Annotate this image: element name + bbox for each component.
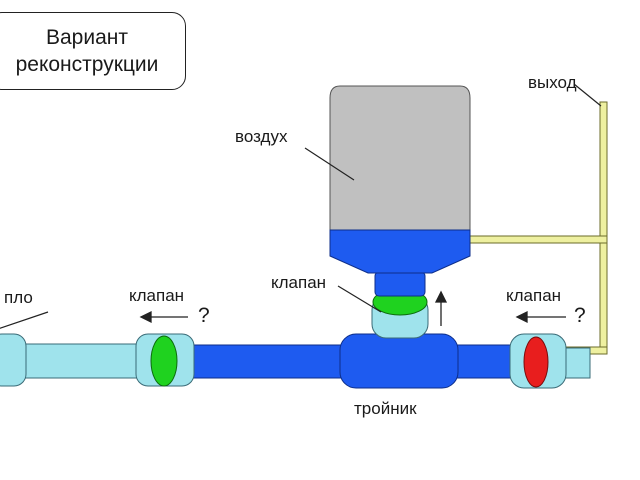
tank-gray-section <box>329 85 471 231</box>
label-valve-right-question: ? <box>574 304 586 327</box>
label-outlet: выход <box>528 73 577 92</box>
left-arrow-icon <box>139 310 188 324</box>
left-pipe <box>9 343 151 379</box>
title-line-2: реконструкции <box>15 53 159 76</box>
heat-leader-line <box>0 311 49 329</box>
outlet-leader-line <box>573 83 602 107</box>
top-valve-neck <box>374 271 426 297</box>
label-heat: пло <box>4 288 33 307</box>
label-air: воздух <box>235 127 288 146</box>
title-line-1: Вариант <box>46 26 128 49</box>
label-tee: тройник <box>354 399 417 418</box>
title-box: Вариант реконструкции <box>0 12 186 90</box>
label-valve-top: клапан <box>271 273 326 292</box>
right-arrow-icon <box>515 310 566 324</box>
left-coupling <box>0 333 27 387</box>
tank-water-section <box>329 229 471 274</box>
outlet-pipe <box>464 101 608 355</box>
label-valve-left: клапан <box>129 286 184 305</box>
tee-body <box>339 333 459 389</box>
air-leader-line <box>304 147 355 181</box>
left-valve-disc <box>150 335 178 387</box>
up-arrow-icon <box>434 290 448 326</box>
label-valve-left-question: ? <box>198 304 210 327</box>
right-valve-disc <box>523 336 549 388</box>
label-valve-right: клапан <box>506 286 561 305</box>
valve-top-leader-line <box>337 285 382 313</box>
air-tank <box>329 85 471 274</box>
